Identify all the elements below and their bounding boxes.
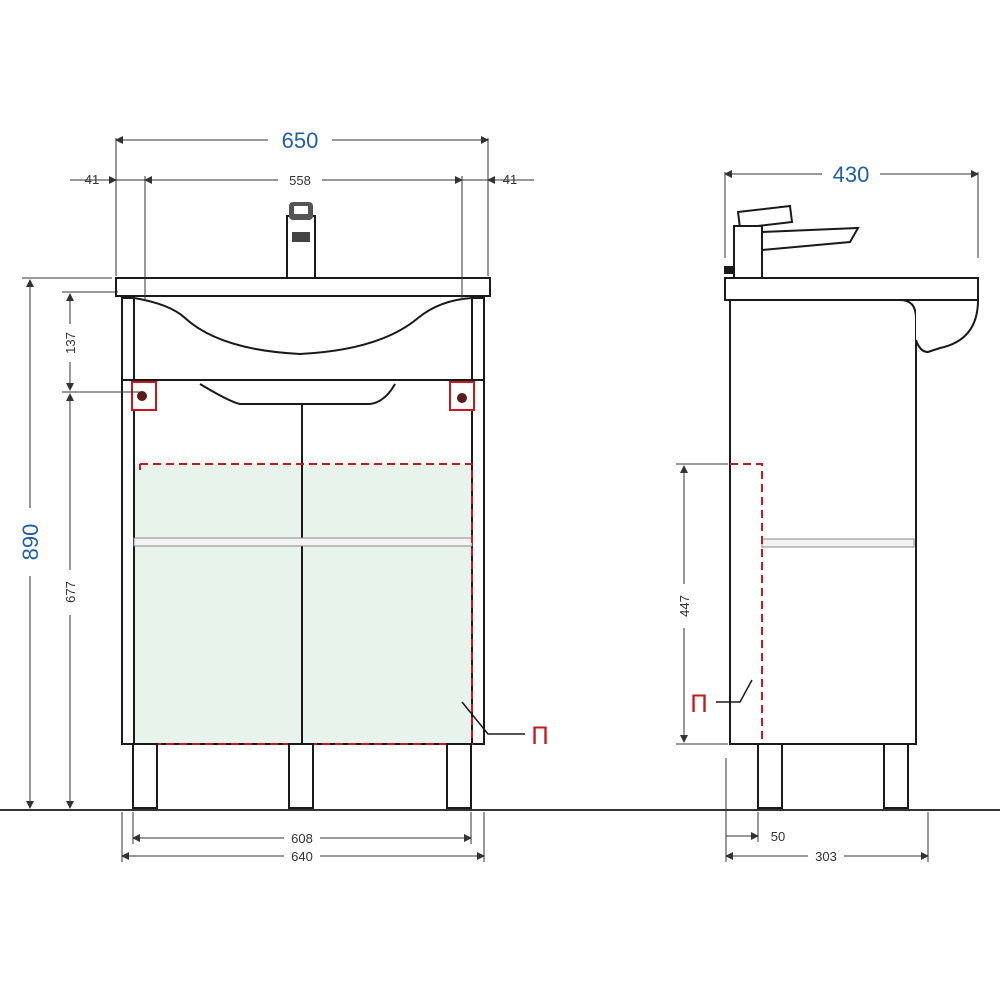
dim-outer-legs-width: 640 [291, 849, 313, 864]
dim-mount-height: 677 [63, 581, 78, 603]
dim-inner-legs-width: 608 [291, 831, 313, 846]
side-view: П 430 447 50 303 [676, 162, 980, 864]
front-cabinet-right-side [471, 297, 485, 745]
dim-cabinet-depth: 303 [815, 849, 837, 864]
front-zone-outline [140, 463, 473, 745]
front-cabinet-left-side [121, 297, 135, 745]
front-leg-middle [288, 743, 314, 809]
side-basin-bowl [915, 299, 980, 354]
dim-left-margin: 41 [85, 172, 99, 187]
side-cabinet-body [729, 299, 917, 745]
front-mount-bracket-left [131, 381, 157, 411]
dim-right-margin: 41 [503, 172, 517, 187]
front-basin-bowl [133, 297, 473, 356]
side-shelf [761, 538, 915, 548]
side-counter [724, 277, 979, 301]
dim-overall-depth: 430 [833, 162, 870, 187]
side-leg-front [757, 743, 783, 809]
side-zone-marker: П [690, 690, 708, 718]
front-shelf [133, 537, 473, 547]
dim-zone-height: 447 [677, 595, 692, 617]
side-faucet [724, 204, 860, 279]
front-leg-right [446, 743, 472, 809]
front-zone-marker: П [531, 722, 549, 750]
front-faucet [286, 202, 316, 279]
dim-total-height: 890 [18, 524, 43, 561]
dim-wall-offset: 50 [771, 829, 785, 844]
front-handle-cutout [199, 383, 396, 405]
side-zone-leader [716, 679, 753, 703]
front-basin-top [115, 277, 491, 297]
dim-overall-width: 650 [282, 128, 319, 153]
front-leg-left [132, 743, 158, 809]
dim-basin-depth: 137 [63, 332, 78, 354]
front-zone-leader [461, 701, 525, 735]
front-view: П 650 41 558 41 890 137 677 [18, 128, 549, 864]
dim-inner-width: 558 [289, 173, 311, 188]
front-mount-bracket-right [449, 381, 475, 411]
side-zone-outline [730, 463, 763, 744]
side-leg-back [883, 743, 909, 809]
